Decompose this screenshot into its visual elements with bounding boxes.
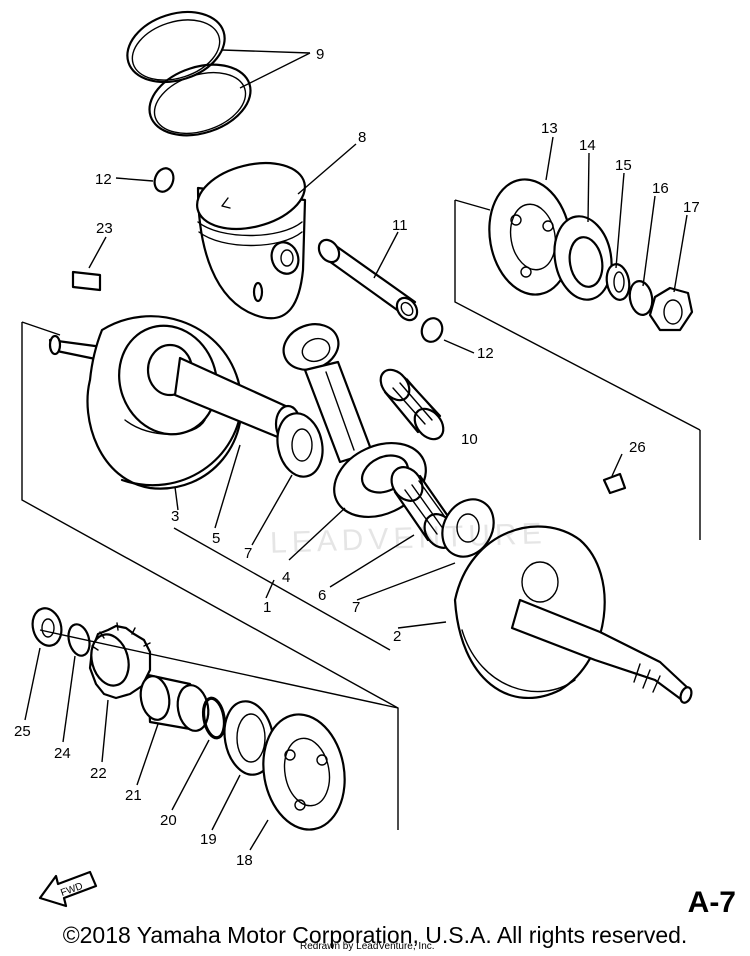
o-ring-20 <box>201 696 227 740</box>
bearing-18 <box>262 713 346 831</box>
copyright-notice: ©2018 Yamaha Motor Corporation, U.S.A. A… <box>62 922 688 948</box>
nut-17 <box>648 286 694 332</box>
callout-4: 4 <box>282 569 290 586</box>
washer-15 <box>605 263 631 301</box>
callout-numbers: 9 8 12 11 12 13 14 15 16 17 23 10 26 3 5… <box>14 46 700 869</box>
callout-5: 5 <box>212 530 220 547</box>
leader-lines <box>24 49 688 851</box>
callout-23: 23 <box>96 220 113 237</box>
fwd-arrow-icon: FWD <box>38 870 98 908</box>
thrust-washer-left <box>276 412 324 478</box>
piston-pin-clip-lower <box>420 317 444 343</box>
primary-gear-22 <box>88 622 152 700</box>
callout-14: 14 <box>579 137 596 154</box>
thrust-washer-right <box>441 498 495 558</box>
piston <box>196 162 307 320</box>
callout-7-right: 7 <box>352 599 360 616</box>
callout-3: 3 <box>171 508 179 525</box>
bearing-13 <box>488 178 572 296</box>
callout-7-left: 7 <box>244 545 252 562</box>
callout-17: 17 <box>683 199 700 216</box>
callout-15: 15 <box>615 157 632 174</box>
callout-26: 26 <box>629 439 646 456</box>
callout-13: 13 <box>541 120 558 137</box>
spacer-21 <box>139 673 210 732</box>
crankshaft-right <box>453 525 693 704</box>
oil-seal-14 <box>553 215 613 301</box>
piston-rings <box>126 10 252 137</box>
page-code: A-7 <box>687 886 736 919</box>
piston-pin-clip-upper <box>153 167 175 193</box>
callout-9: 9 <box>316 46 324 63</box>
callout-16: 16 <box>652 180 669 197</box>
callout-6: 6 <box>318 587 326 604</box>
callout-10: 10 <box>461 431 478 448</box>
redrawn-note: Redrawn by LeadVenture, Inc. <box>300 941 435 952</box>
woodruff-key-left <box>71 270 102 292</box>
callout-21: 21 <box>125 787 142 804</box>
assembly-frame-lines <box>21 199 701 830</box>
callout-11: 11 <box>392 217 408 234</box>
callout-12-lower: 12 <box>477 345 494 362</box>
lock-washer-16 <box>628 280 654 316</box>
callout-22: 22 <box>90 765 107 782</box>
piston-pin <box>317 238 419 322</box>
callout-19: 19 <box>200 831 217 848</box>
callout-12-upper: 12 <box>95 171 112 188</box>
callout-20: 20 <box>160 812 177 829</box>
small-end-bearing <box>379 368 445 441</box>
callout-2: 2 <box>393 628 401 645</box>
callout-18: 18 <box>236 852 253 869</box>
washer-24 <box>67 623 91 657</box>
callout-24: 24 <box>54 745 71 762</box>
callout-1: 1 <box>263 599 271 616</box>
crankshaft-left <box>48 315 302 490</box>
woodruff-key-right <box>602 472 627 495</box>
callout-8: 8 <box>358 129 366 146</box>
callout-25: 25 <box>14 723 31 740</box>
nut-25 <box>31 607 63 647</box>
